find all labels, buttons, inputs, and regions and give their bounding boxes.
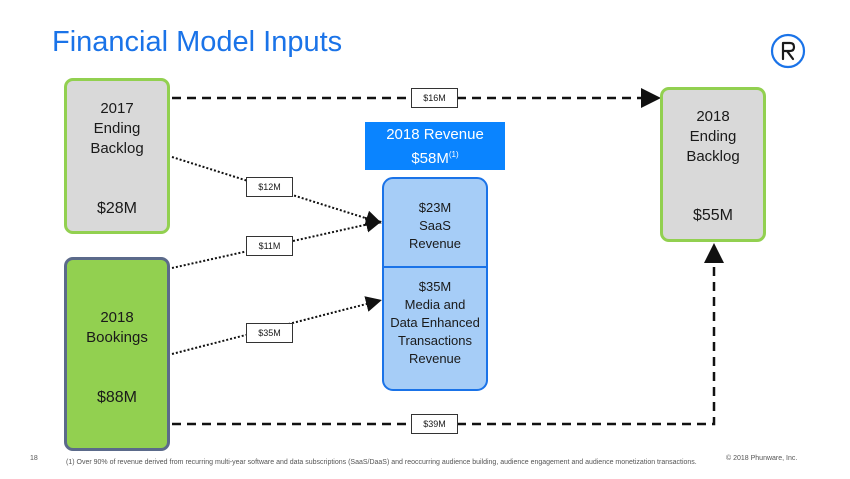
media-revenue-segment: $35M Media and Data Enhanced Transaction… xyxy=(384,278,486,368)
flow-label-39m: $39M xyxy=(411,414,458,434)
segment-line: Data Enhanced xyxy=(390,315,480,330)
revenue-header: 2018 Revenue $58M(1) xyxy=(365,122,505,170)
arrow-bookings-to-media xyxy=(171,296,382,355)
flow-label-11m: $11M xyxy=(246,236,293,256)
segment-line: Media and xyxy=(404,297,466,312)
flow-label-35m: $35M xyxy=(246,323,293,343)
page-title: Financial Model Inputs xyxy=(52,26,343,58)
box-label-line: Bookings xyxy=(86,329,148,346)
box-label-line: 2018 xyxy=(696,108,730,125)
revenue-header-label: 2018 Revenue xyxy=(386,126,484,143)
arrow-bookings-to-backlog xyxy=(172,243,724,426)
footnote: (1) Over 90% of revenue derived from rec… xyxy=(66,459,697,466)
box-2018-ending-backlog: 2018 Ending Backlog $55M xyxy=(660,87,766,242)
segment-divider xyxy=(384,266,486,268)
box-value: $88M xyxy=(96,389,138,406)
segment-line: Revenue xyxy=(408,351,462,366)
flow-label-16m: $16M xyxy=(411,88,458,108)
box-label-line: 2017 xyxy=(100,100,134,117)
box-label-line: Backlog xyxy=(90,140,144,157)
revenue-stack: $23M SaaS Revenue $35M Media and Data En… xyxy=(382,177,488,391)
page-number: 18 xyxy=(30,455,38,462)
phunware-logo-icon xyxy=(770,33,806,69)
flow-label-12m: $12M xyxy=(246,177,293,197)
segment-line: Transactions xyxy=(398,333,472,348)
segment-line: SaaS xyxy=(419,218,451,233)
revenue-footnote-ref: (1) xyxy=(448,150,459,159)
box-label-line: Ending xyxy=(93,120,141,137)
segment-line: Revenue xyxy=(408,236,462,251)
box-2017-ending-backlog: 2017 Ending Backlog $28M xyxy=(64,78,170,234)
box-value: $28M xyxy=(96,200,138,217)
box-label-line: Ending xyxy=(689,128,737,145)
segment-line: $35M xyxy=(418,279,452,294)
segment-line: $23M xyxy=(418,200,452,215)
saas-revenue-segment: $23M SaaS Revenue xyxy=(384,199,486,253)
revenue-total: $58M xyxy=(411,150,449,167)
box-2018-bookings: 2018 Bookings $88M xyxy=(64,257,170,451)
box-value: $55M xyxy=(692,207,734,224)
copyright: © 2018 Phunware, Inc. xyxy=(726,455,798,462)
box-label-line: 2018 xyxy=(100,309,134,326)
box-label-line: Backlog xyxy=(686,148,740,165)
